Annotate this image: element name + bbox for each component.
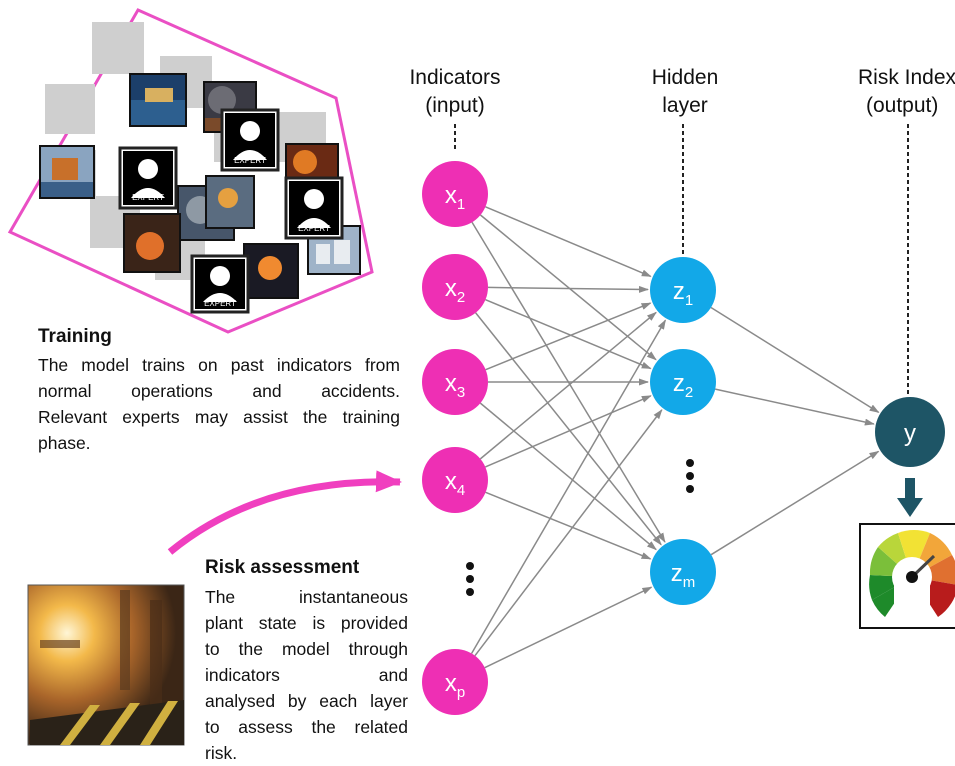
photo-burning-plant [123,213,181,273]
risk-line-2: plant state is provided [205,613,408,633]
hidden-node-zm: zm [650,539,716,605]
training-line-2: normal operations and accidents. [38,381,400,401]
training-collage-frame [7,8,374,334]
risk-assessment-description: The instantaneous plant state is provide… [205,584,408,766]
edge-hidden-1-output [715,388,875,426]
svg-text:z1: z1 [673,278,693,309]
plant-photo [27,584,185,746]
training-line-4: phase. [38,433,91,453]
photo-oil-rig [39,145,95,199]
edge-hidden-0-output [710,306,880,414]
risk-line-7: risk. [205,743,238,763]
network-edges [470,206,880,669]
input-node-x2: x2 [422,254,488,320]
hidden-ellipsis [686,459,694,493]
photo-night-fire [243,243,299,299]
edge-input-3-hidden-0 [479,311,657,460]
edge-input-2-hidden-2 [479,402,657,551]
hidden-label-line2: layer [662,94,708,117]
expert-avatar-2: EXPERT [118,146,178,210]
risk-line-3: to the model through [205,639,408,659]
input-ellipsis [466,562,474,596]
hidden-node-z1: z1 [650,257,716,323]
risk-line-5: analysed by each layer [205,691,408,711]
expert-label-1: EXPERT [234,156,266,165]
svg-text:xp: xp [445,670,465,701]
expert-avatar-3: EXPERT [284,176,344,240]
assessment-arrow [167,470,402,555]
svg-text:zm: zm [671,560,696,591]
svg-text:x2: x2 [445,275,465,306]
risk-line-1: The instantaneous [205,587,408,607]
training-line-1: The model trains on past indicators from [38,355,400,375]
edge-input-3-hidden-1 [485,395,652,468]
input-column-label: Indicators (input) [385,64,525,120]
edge-input-1-hidden-1 [485,299,652,370]
input-node-x1: x1 [422,161,488,227]
expert-label-2: EXPERT [132,193,164,202]
svg-text:x4: x4 [445,468,465,499]
edge-input-4-hidden-0 [470,319,667,654]
training-title: Training [38,326,112,347]
expert-label-4: EXPERT [204,299,236,308]
svg-text:z2: z2 [673,370,693,401]
output-down-arrow [897,478,923,517]
risk-gauge [859,523,955,629]
hidden-node-z2: z2 [650,349,716,415]
svg-text:y: y [904,420,916,447]
input-node-x3: x3 [422,349,488,415]
svg-text:x1: x1 [445,182,465,213]
risk-line-4: indicators and [205,665,408,685]
edge-hidden-2-output [710,450,880,556]
risk-line-6: to assess the related [205,717,408,737]
edge-input-0-hidden-0 [485,206,652,278]
photo-industrial-fire [205,175,255,229]
output-column-label: Risk Index (output) [848,64,955,120]
edge-input-4-hidden-2 [484,586,653,669]
output-label-line2: (output) [866,94,939,117]
photo-offshore-platform [129,73,187,127]
input-label-line1: Indicators [409,66,501,89]
training-line-3: Relevant experts may assist the training [38,407,400,427]
hidden-label-line1: Hidden [651,66,719,89]
expert-avatar-1: EXPERT [220,108,280,172]
risk-assessment-title: Risk assessment [205,557,360,578]
input-node-x4: x4 [422,447,488,513]
hidden-column-label: Hidden layer [615,64,755,120]
output-label-line1: Risk Index [858,66,955,89]
training-collage: EXPERT EXPERT EXPERT EXPERT [39,22,361,314]
svg-text:x3: x3 [445,370,465,401]
edge-input-1-hidden-0 [487,285,650,293]
input-label-line2: (input) [425,94,485,117]
expert-label-3: EXPERT [298,224,330,233]
edge-input-3-hidden-2 [485,491,652,560]
edge-input-1-hidden-2 [475,312,662,546]
input-node-xp: xp [422,649,488,715]
edge-input-2-hidden-0 [485,302,652,371]
training-description: The model trains on past indicators from… [38,352,400,456]
edge-input-0-hidden-1 [479,214,657,361]
expert-avatar-4: EXPERT [190,254,250,314]
output-node-y: y [875,397,945,467]
edge-input-4-hidden-1 [474,409,663,657]
